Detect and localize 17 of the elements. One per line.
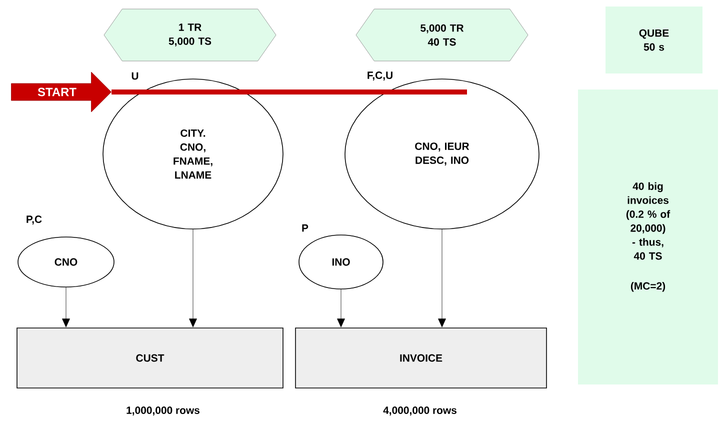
row-count-label: 1,000,000 rows: [126, 406, 200, 416]
table-box: CUST: [16, 328, 284, 388]
table-box: INVOICE: [295, 328, 547, 388]
cost-hexagon: 5,000 TR 40 TS: [356, 8, 528, 62]
arrow: [337, 289, 345, 328]
arrow: [438, 229, 446, 328]
row-count-label: 4,000,000 rows: [383, 406, 456, 416]
arrow: [189, 229, 197, 328]
access-path-line: [112, 90, 467, 94]
note-box: 40 big invoices (0.2 % of 20,000) - thus, 40 TS (MC=2): [578, 90, 718, 384]
access-label: F,C,U: [368, 72, 392, 80]
note-box: QUBE 50 s: [606, 6, 702, 74]
access-label: P: [302, 224, 308, 232]
cost-hexagon: 1 TR 5,000 TS: [104, 8, 276, 62]
arrow: [62, 287, 70, 328]
access-label: P,C: [26, 216, 42, 224]
access-label: U: [132, 72, 138, 80]
